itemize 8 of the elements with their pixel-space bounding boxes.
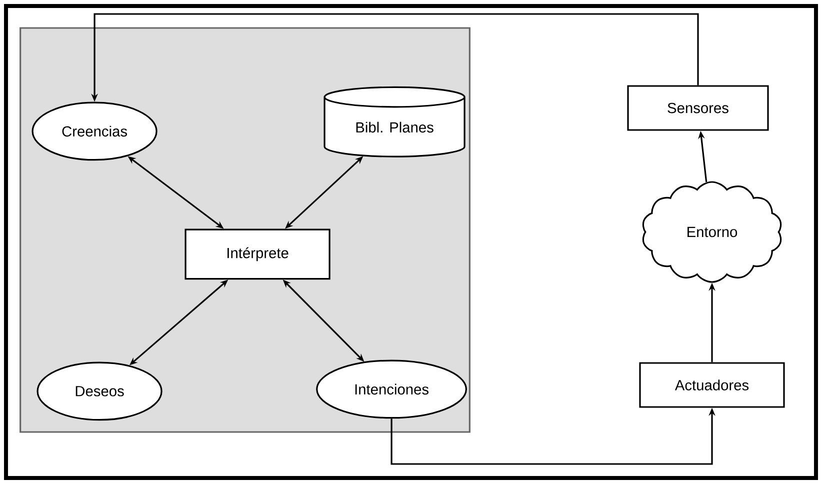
process-box: Intérprete (184, 228, 330, 280)
environment-cloud: Entorno (642, 181, 782, 283)
process-box: Sensores (627, 85, 769, 131)
ellipse-node: Intenciones (316, 360, 467, 419)
ellipse-node: Deseos (36, 362, 162, 421)
ellipse-node: Creencias (32, 102, 158, 161)
process-box: Actuadores (639, 362, 785, 408)
database-cylinder: Bibl. Planes (324, 86, 466, 158)
